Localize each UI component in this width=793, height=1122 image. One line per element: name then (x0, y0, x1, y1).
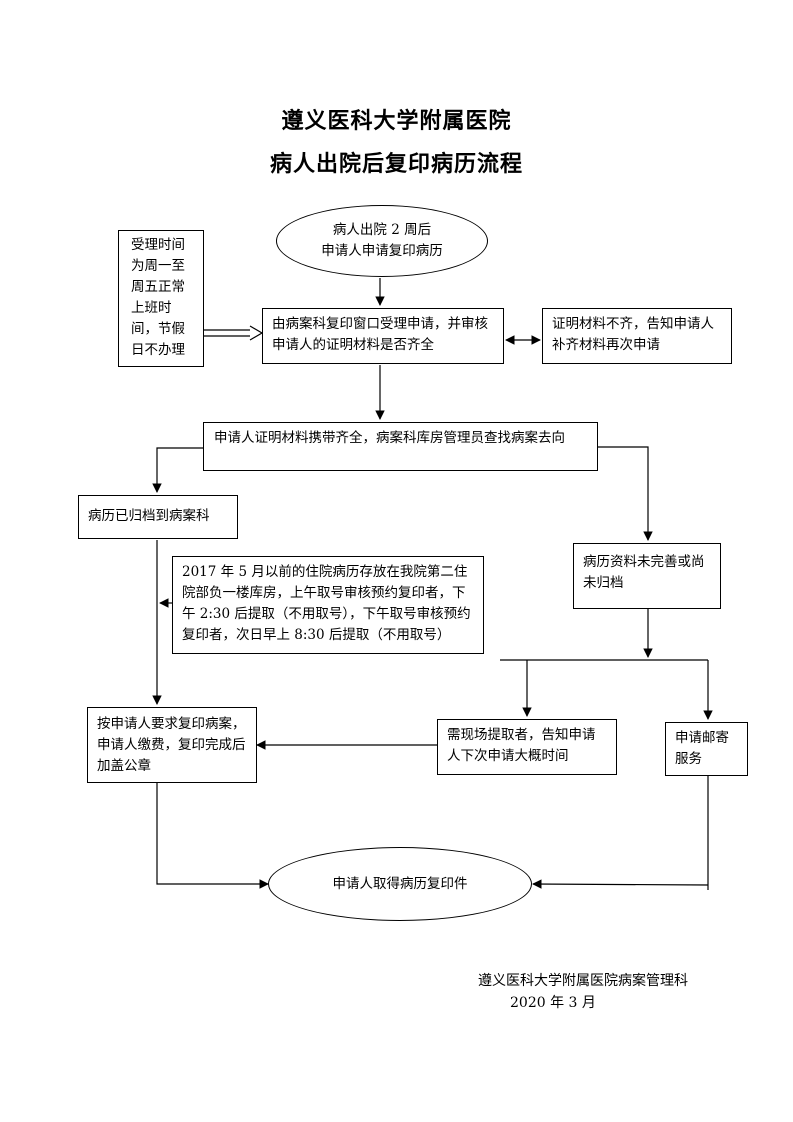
node-start-line2: 申请人申请复印病历 (321, 243, 443, 259)
node-start: 病人出院 2 周后 申请人申请复印病历 (276, 205, 488, 277)
node-end: 申请人取得病历复印件 (268, 847, 532, 921)
arrow-mail-to-end (532, 776, 709, 890)
arrow-hours-head (249, 325, 264, 341)
arrow-copy-to-end (156, 783, 269, 889)
node-onsite: 需现场提取者，告知申请人下次申请大概时间 (437, 719, 617, 775)
node-incomplete: 证明材料不齐，告知申请人补齐材料再次申请 (542, 308, 732, 364)
node-copy: 按申请人要求复印病案，申请人缴费，复印完成后加盖公章 (87, 707, 257, 783)
node-start-line1: 病人出院 2 周后 (332, 222, 432, 238)
node-pre2017-note: 2017 年 5 月以前的住院病历存放在我院第二住院部负一楼库房，上午取号审核预… (172, 556, 484, 654)
node-archived: 病历已归档到病案科 (78, 495, 238, 539)
page-title-process: 病人出院后复印病历流程 (269, 151, 523, 177)
footer-org: 遵义医科大学附属医院病案管理科 (478, 973, 688, 989)
node-hours-note: 受理时间为周一至周五正常上班时间，节假日不办理 (118, 230, 204, 367)
arrow-search-to-archived (152, 447, 203, 493)
page-title-hospital: 遵义医科大学附属医院 (281, 108, 512, 134)
node-mail: 申请邮寄服务 (665, 722, 748, 776)
node-end-label: 申请人取得病历复印件 (332, 875, 468, 892)
node-not-archived: 病历资料未完善或尚未归档 (573, 543, 721, 609)
arrow-search-to-notarchived (598, 446, 653, 541)
node-review: 由病案科复印窗口受理申请，并审核申请人的证明材料是否齐全 (262, 308, 504, 364)
node-search: 申请人证明材料携带齐全，病案科库房管理员查找病案去向 (203, 422, 598, 471)
footer-date: 2020 年 3 月 (510, 995, 596, 1011)
